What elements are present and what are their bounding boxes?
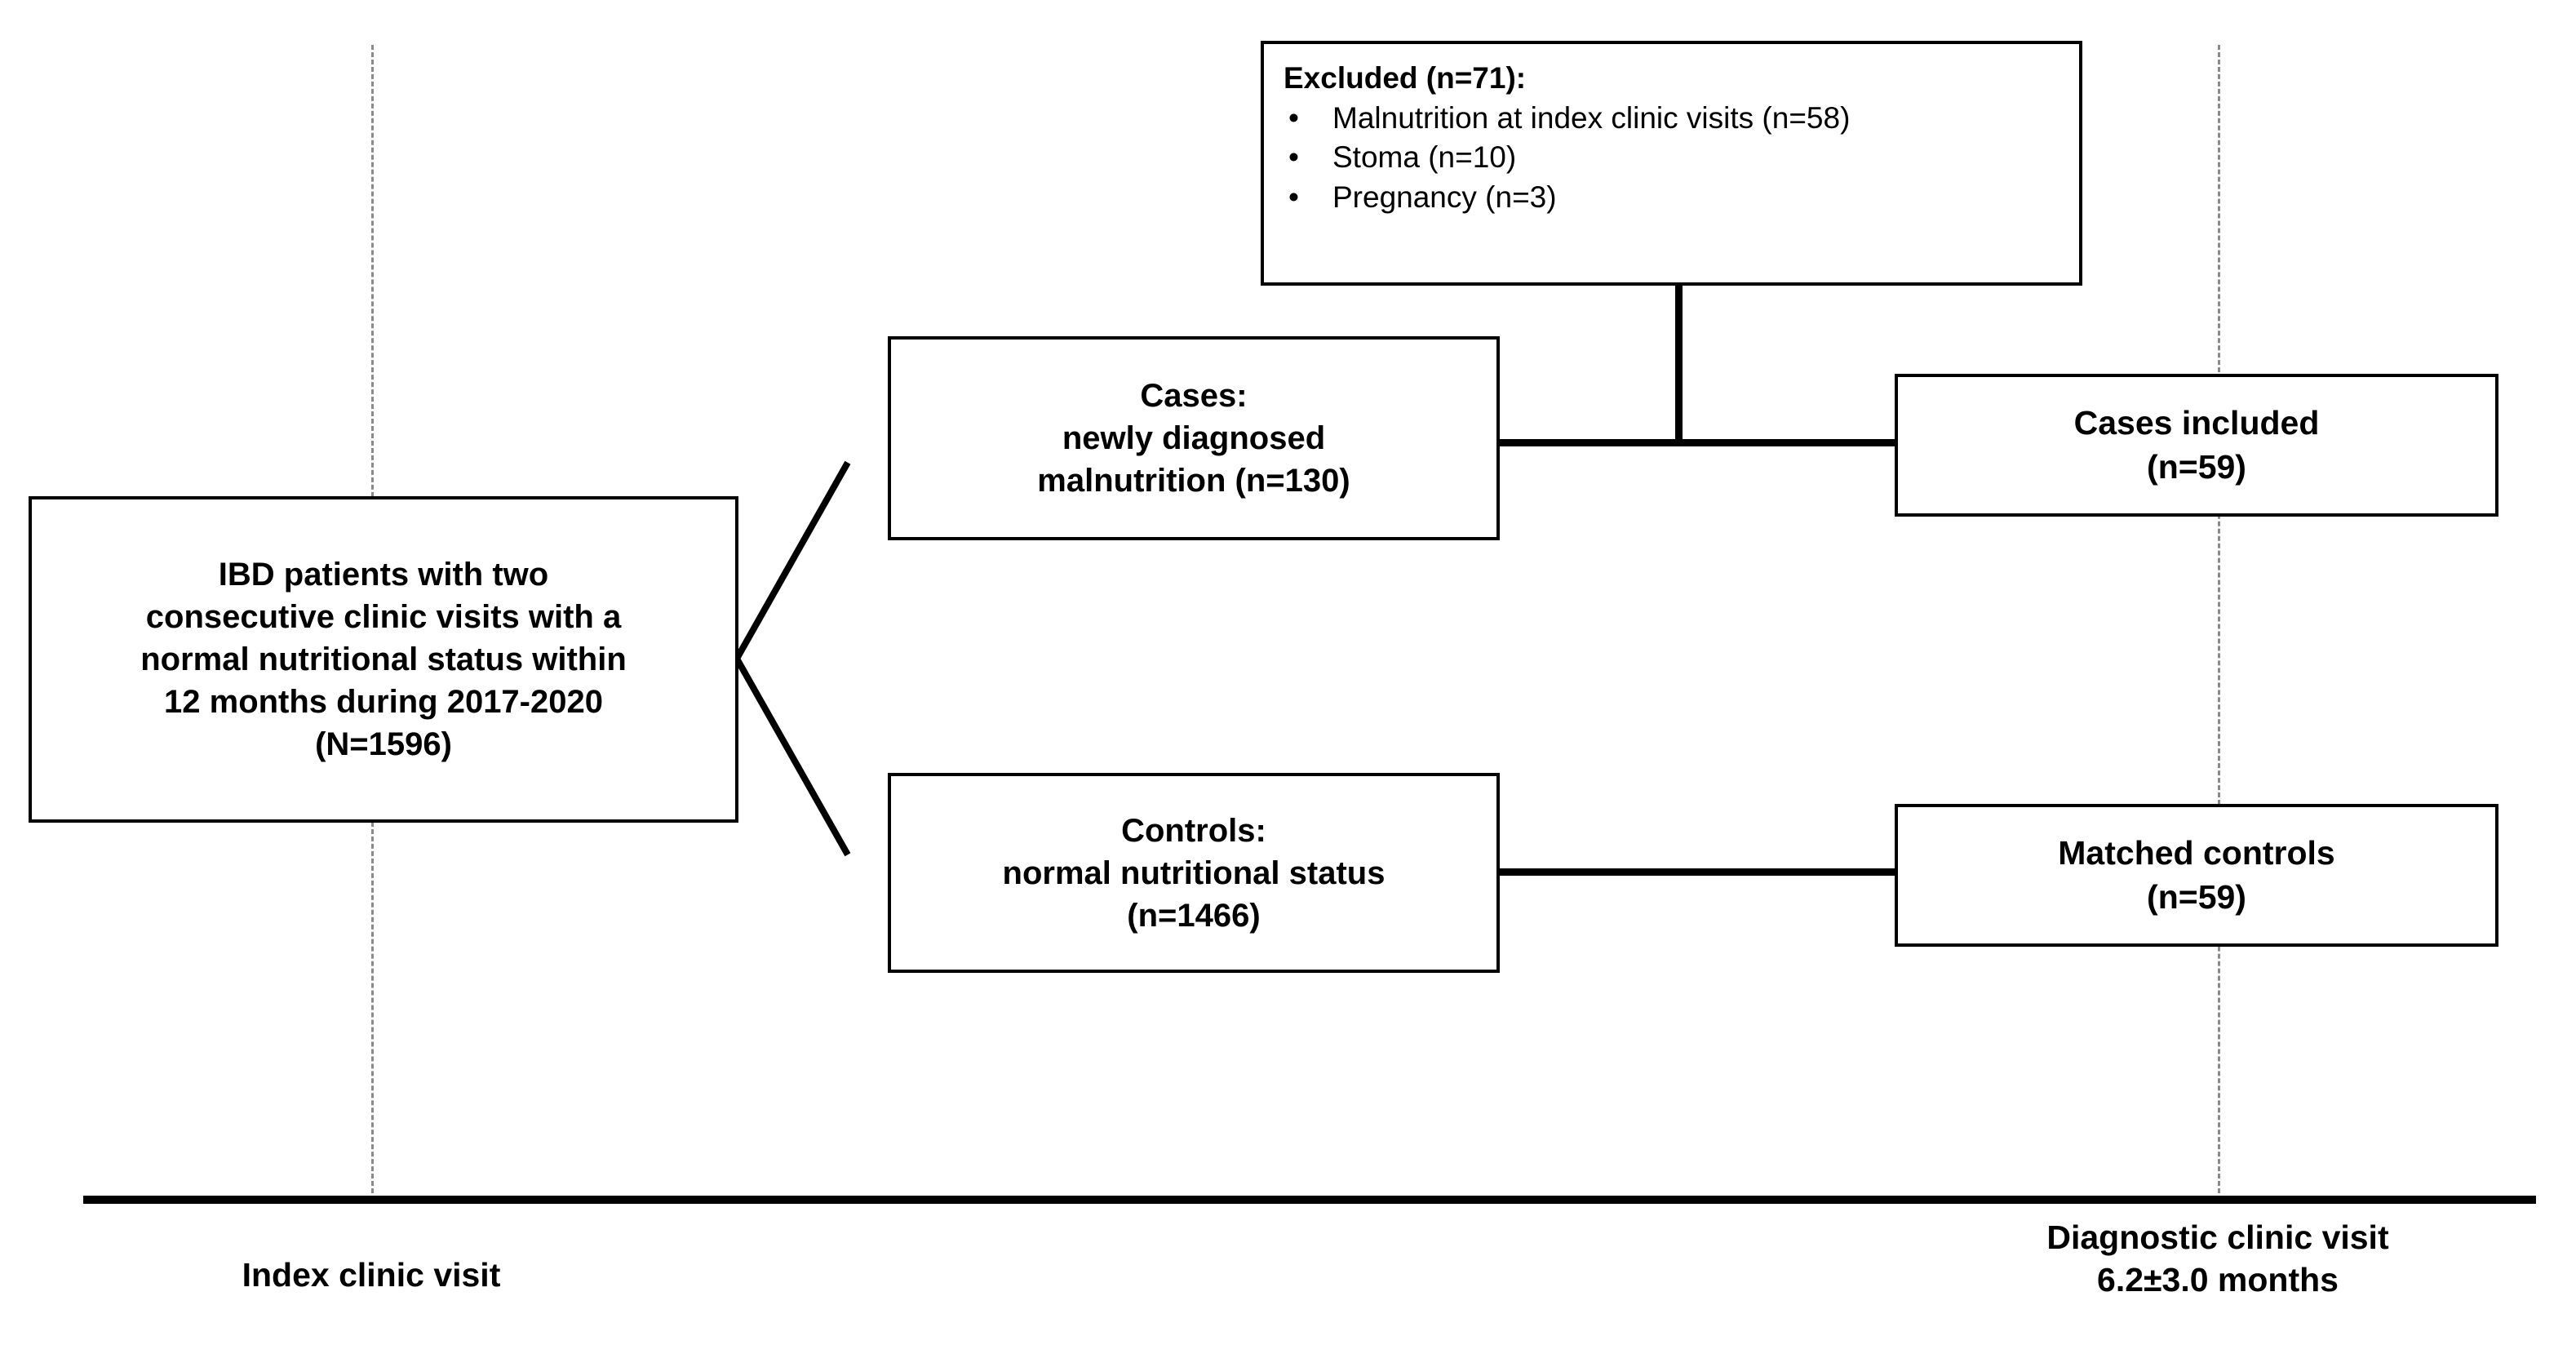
matched-controls-box: Matched controls (n=59) (1895, 804, 2498, 947)
excluded-title: Excluded (n=71): (1284, 61, 1527, 95)
timeline-axis (83, 1196, 2536, 1204)
connector-controls-to-matched-controls (1498, 868, 1898, 876)
controls-line-3: (n=1466) (1127, 897, 1261, 934)
index-visit-label: Index clinic visit (242, 1256, 501, 1294)
cases-included-box: Cases included (n=59) (1895, 374, 2498, 517)
cases-included-line-1: Cases included (2073, 404, 2320, 442)
bullet-icon: • (1288, 140, 1299, 175)
diagnostic-visit-label: Diagnostic clinic visit (2046, 1218, 2389, 1256)
excluded-reason-label: Stoma (n=10) (1332, 140, 1517, 175)
cohort-line-1: IBD patients with two (218, 557, 549, 593)
matched-controls-line-2: (n=59) (2147, 877, 2246, 916)
diagnostic-visit-interval: 6.2±3.0 months (2097, 1261, 2339, 1299)
cases-line-1: Cases: (1140, 378, 1248, 414)
controls-line-2: normal nutritional status (1002, 854, 1386, 891)
cohort-line-2: consecutive clinic visits with a (145, 599, 622, 635)
cohort-line-4: 12 months during 2017-2020 (164, 684, 603, 720)
controls-box: Controls: normal nutritional status (n=1… (888, 773, 1500, 973)
diagnostic-visit-guide-line (2218, 45, 2220, 1201)
connector-cohort-to-cases (734, 460, 851, 660)
cases-box: Cases: newly diagnosed malnutrition (n=1… (888, 336, 1500, 540)
list-item: • Stoma (n=10) (1284, 138, 1850, 177)
connector-cohort-to-controls (734, 657, 851, 857)
cohort-box: IBD patients with two consecutive clinic… (29, 496, 738, 823)
bullet-icon: • (1288, 180, 1299, 214)
cohort-line-3: normal nutritional status within (140, 641, 627, 677)
bullet-icon: • (1288, 101, 1299, 135)
connector-excluded-dropline (1675, 284, 1683, 443)
cohort-line-5: (N=1596) (315, 726, 452, 762)
list-item: • Malnutrition at index clinic visits (n… (1284, 99, 1850, 138)
list-item: • Pregnancy (n=3) (1284, 178, 1850, 217)
excluded-box: Excluded (n=71): • Malnutrition at index… (1261, 41, 2082, 286)
excluded-reason-list: • Malnutrition at index clinic visits (n… (1284, 99, 1850, 216)
controls-line-1: Controls: (1121, 812, 1266, 849)
index-visit-caption: Index clinic visit (126, 1254, 616, 1296)
matched-controls-line-1: Matched controls (2058, 834, 2335, 872)
connector-cases-to-cases-included (1498, 439, 1898, 446)
excluded-reason-label: Pregnancy (n=3) (1332, 180, 1557, 214)
cases-line-2: newly diagnosed (1062, 420, 1326, 456)
diagnostic-visit-caption: Diagnostic clinic visit 6.2±3.0 months (1973, 1216, 2463, 1302)
excluded-reason-label: Malnutrition at index clinic visits (n=5… (1332, 101, 1851, 135)
cases-line-3: malnutrition (n=130) (1037, 463, 1350, 499)
cases-included-line-2: (n=59) (2147, 447, 2246, 486)
